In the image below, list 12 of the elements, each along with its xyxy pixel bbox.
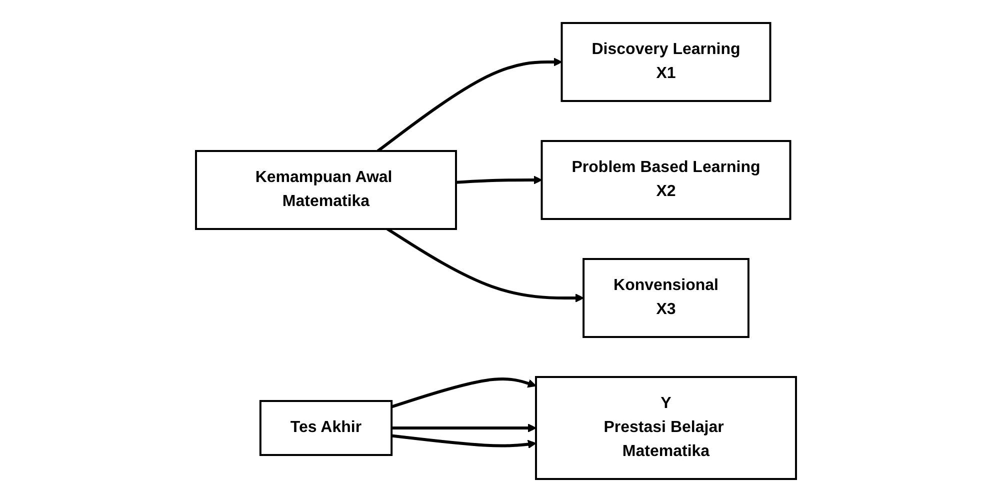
arrow	[392, 424, 536, 432]
node-box: Tes Akhir	[259, 400, 393, 456]
arrow	[391, 378, 536, 408]
node-box: Problem Based Learning X2	[540, 140, 792, 220]
arrow	[391, 434, 536, 449]
arrow	[456, 176, 542, 184]
node-box: Kemampuan Awal Matematika	[195, 150, 457, 230]
node-box: Y Prestasi Belajar Matematika	[535, 376, 797, 480]
arrow	[376, 58, 562, 152]
arrow	[386, 228, 584, 302]
node-box: Konvensional X3	[582, 258, 750, 338]
node-box: Discovery Learning X1	[560, 22, 772, 102]
